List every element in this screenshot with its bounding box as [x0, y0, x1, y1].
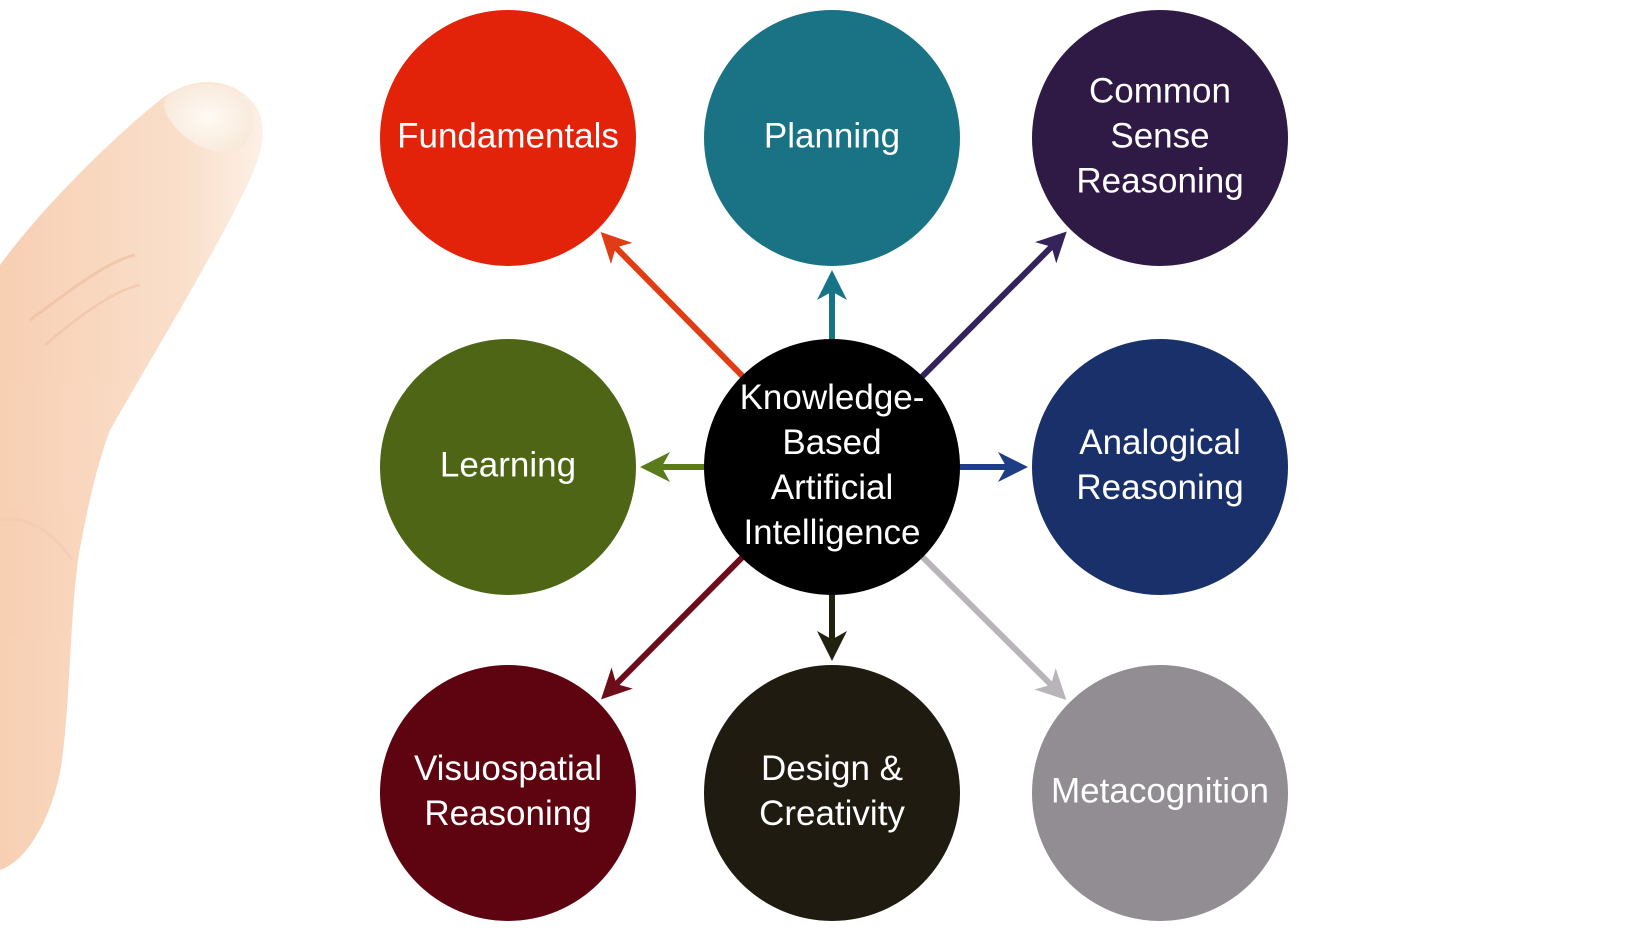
arrowhead-icon — [640, 452, 670, 482]
arrow-shaft — [919, 553, 1054, 687]
arrow-to-visuospatial-reasoning — [601, 554, 746, 700]
node-design-creativity: Design & Creativity — [704, 665, 960, 921]
arrowhead-icon — [601, 667, 633, 700]
arrow-to-analogical-reasoning — [958, 452, 1028, 482]
arrowhead-icon — [1034, 668, 1067, 700]
center-label-line: Based — [782, 423, 881, 462]
arrow-to-learning — [640, 452, 706, 482]
node-learning: Learning — [380, 339, 636, 595]
arrowhead-icon — [817, 270, 847, 300]
arrow-to-fundamentals — [600, 232, 746, 380]
pointing-hand-icon — [0, 82, 263, 870]
arrow-to-design-creativity — [817, 593, 847, 661]
node-analogical-reasoning-label-line: Reasoning — [1076, 468, 1243, 507]
arrow-shaft — [918, 244, 1054, 380]
node-planning: Planning — [704, 10, 960, 266]
arrow-to-planning — [817, 270, 847, 341]
arrowhead-icon — [600, 232, 633, 264]
node-planning-label-line: Planning — [764, 116, 900, 155]
arrow-shaft — [614, 554, 746, 687]
node-circle — [1032, 339, 1288, 595]
node-circle — [380, 339, 636, 595]
arrowhead-icon — [998, 452, 1028, 482]
node-circle — [380, 10, 636, 266]
node-circle — [1032, 10, 1288, 266]
node-circle — [380, 665, 636, 921]
arrowhead-icon — [1035, 231, 1067, 264]
node-fundamentals: Fundamentals — [380, 10, 636, 266]
node-learning-label-line: Learning — [440, 445, 576, 484]
node-analogical-reasoning-label-line: Analogical — [1079, 423, 1241, 462]
node-circle — [704, 10, 960, 266]
node-common-sense-reasoning-label-line: Sense — [1110, 116, 1209, 155]
node-fundamentals-label-line: Fundamentals — [397, 116, 619, 155]
center-label-line: Artificial — [771, 468, 894, 507]
center-circle — [704, 339, 960, 595]
node-circle — [704, 665, 960, 921]
node-design-creativity-label-line: Creativity — [759, 794, 905, 833]
topic-nodes: Fundamentals Planning CommonSenseReasoning… — [380, 10, 1288, 921]
connector-arrows — [600, 231, 1067, 700]
node-visuospatial-reasoning-label-line: Reasoning — [424, 794, 591, 833]
arrowhead-icon — [817, 631, 847, 661]
node-visuospatial-reasoning-label-line: Visuospatial — [414, 749, 602, 788]
node-circle — [1032, 665, 1288, 921]
center-label-line: Knowledge- — [740, 378, 925, 417]
arrow-to-metacognition — [919, 553, 1067, 700]
node-metacognition: Metacognition — [1032, 665, 1288, 921]
arrow-to-common-sense-reasoning — [918, 231, 1067, 380]
node-common-sense-reasoning-label-line: Reasoning — [1076, 161, 1243, 200]
center-label-line: Intelligence — [743, 513, 920, 552]
node-common-sense-reasoning-label-line: Common — [1089, 71, 1231, 110]
arrow-shaft — [613, 245, 746, 380]
node-metacognition-label-line: Metacognition — [1051, 771, 1269, 810]
node-design-creativity-label-line: Design & — [761, 749, 903, 788]
